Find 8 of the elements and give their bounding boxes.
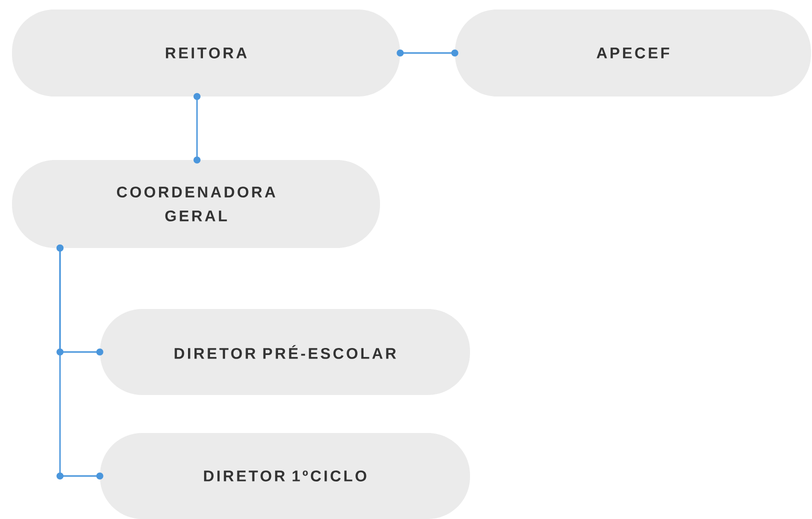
rounded-box: APECEF (455, 10, 811, 96)
rounded-box: REITORA (12, 10, 400, 96)
connector (56, 244, 104, 480)
rounded-box: DIRETOR PRÉ-ESCOLAR (100, 309, 470, 395)
connector (396, 50, 458, 56)
connector (194, 93, 200, 164)
rounded-box: DIRETOR 1ºCICLO (100, 433, 470, 519)
rounded-box: COORDENADORA GERAL (12, 160, 380, 248)
